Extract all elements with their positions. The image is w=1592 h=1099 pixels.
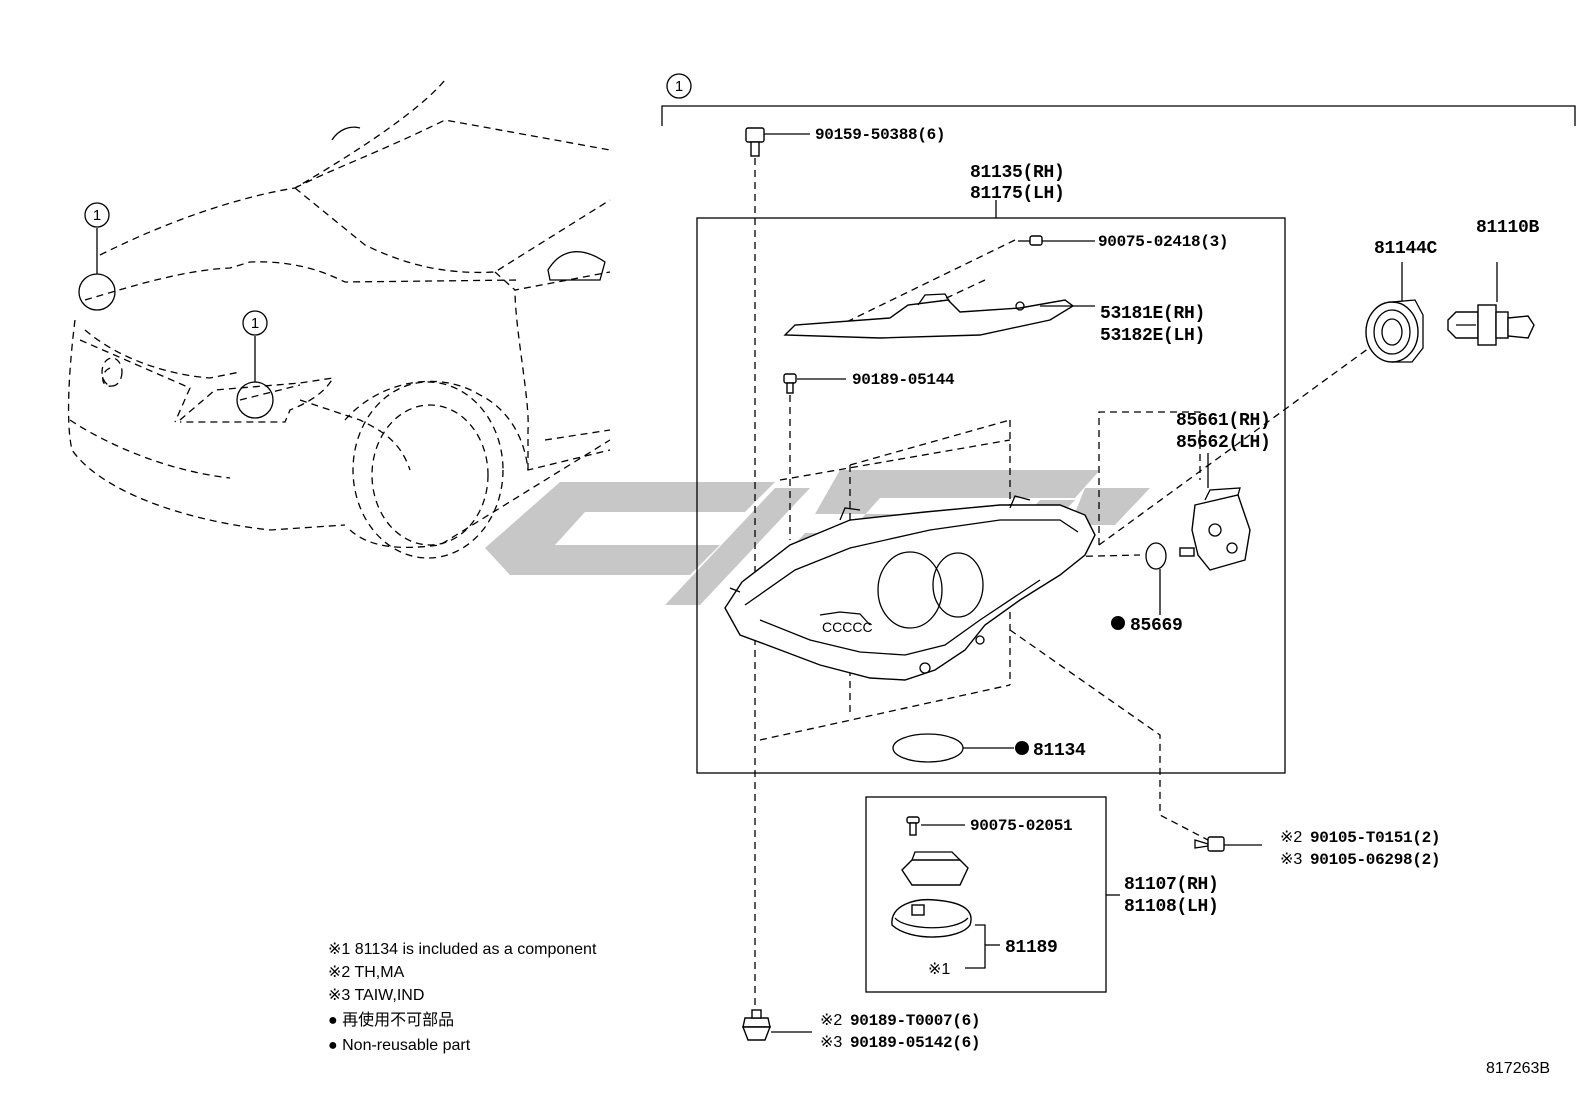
socket-icon xyxy=(1365,299,1424,363)
label-gasket: 81134 xyxy=(1033,741,1086,761)
label-ecu-lh: 81108(LH) xyxy=(1124,897,1219,917)
diagram-code: 817263B xyxy=(1486,1060,1550,1077)
gasket-icon xyxy=(892,733,964,763)
label-cover-rh: 53181E(RH) xyxy=(1100,304,1205,324)
label-side-bolt-1: 90105-T0151(2) xyxy=(1310,829,1440,847)
label-actuator-lh: 85662(LH) xyxy=(1176,433,1271,453)
label-screw-mid: 90189-05144 xyxy=(852,371,955,389)
bulb-icon xyxy=(1447,304,1535,346)
label-ecu-rh: 81107(RH) xyxy=(1124,875,1219,895)
label-bolt-top: 90159-50388(6) xyxy=(815,126,945,144)
note-2: ※2 TH,MA xyxy=(328,964,405,981)
label-actuator-rh: 85661(RH) xyxy=(1176,411,1271,431)
label-clip-2: 90189-05142(6) xyxy=(850,1034,980,1052)
label-clip-1: 90189-T0007(6) xyxy=(850,1012,980,1030)
label-screw-ecu: 90075-02051 xyxy=(970,817,1072,835)
bottom-clip-icon xyxy=(741,1009,772,1041)
note-3: ※3 TAIW,IND xyxy=(328,987,424,1004)
footnotes: ※1 81134 is included as a component ※2 T… xyxy=(328,941,597,1054)
label-side-bolt-1-mark: ※2 xyxy=(1280,829,1302,846)
headlamp-reflector-marks: CCCCC xyxy=(822,619,873,635)
note-1: ※1 81134 is included as a component xyxy=(328,941,597,958)
label-bulb: 81110B xyxy=(1476,218,1540,238)
car-front-illustration: 1 1 xyxy=(67,79,611,559)
oring-icon xyxy=(1145,542,1167,570)
label-bracket-note: ※1 xyxy=(928,961,950,978)
label-headlamp-lh: 81175(LH) xyxy=(970,184,1065,204)
screw-cover-icon xyxy=(1018,235,1043,246)
note-4: ● 再使用不可部品 xyxy=(328,1011,454,1029)
headlamp-assembly-box xyxy=(696,217,1286,774)
leveling-actuator-icon xyxy=(1179,487,1251,571)
assembly-callout-number: 1 xyxy=(675,78,683,95)
screw-ecu-icon xyxy=(906,816,920,836)
callout-number-2: 1 xyxy=(251,315,259,332)
note-5: ● Non-reusable part xyxy=(328,1037,471,1054)
label-socket: 81144C xyxy=(1374,239,1438,259)
label-cover-lh: 53182E(LH) xyxy=(1100,326,1205,346)
ecu-module-icon xyxy=(901,851,969,886)
callout-number-1: 1 xyxy=(93,207,101,224)
label-clip-2-mark: ※3 xyxy=(820,1034,842,1051)
nonreusable-dot-oring xyxy=(1111,616,1125,630)
bolt-top-icon xyxy=(745,127,765,157)
label-side-bolt-2: 90105-06298(2) xyxy=(1310,851,1440,869)
bracket-icon xyxy=(891,898,972,938)
label-screw-cover: 90075-02418(3) xyxy=(1098,233,1228,251)
assembly-bracket: 1 xyxy=(661,73,1576,126)
headlamp-cover-icon xyxy=(783,293,1075,339)
label-clip-1-mark: ※2 xyxy=(820,1012,842,1029)
label-side-bolt-2-mark: ※3 xyxy=(1280,851,1302,868)
label-bracket: 81189 xyxy=(1005,938,1058,958)
nonreusable-dot-gasket xyxy=(1015,741,1029,755)
screw-mid-icon xyxy=(783,373,797,394)
label-headlamp-rh: 81135(RH) xyxy=(970,163,1065,183)
headlamp-body-icon: CCCCC xyxy=(724,495,1096,681)
label-oring: 85669 xyxy=(1130,616,1183,636)
side-bolt-icon xyxy=(1194,836,1225,852)
